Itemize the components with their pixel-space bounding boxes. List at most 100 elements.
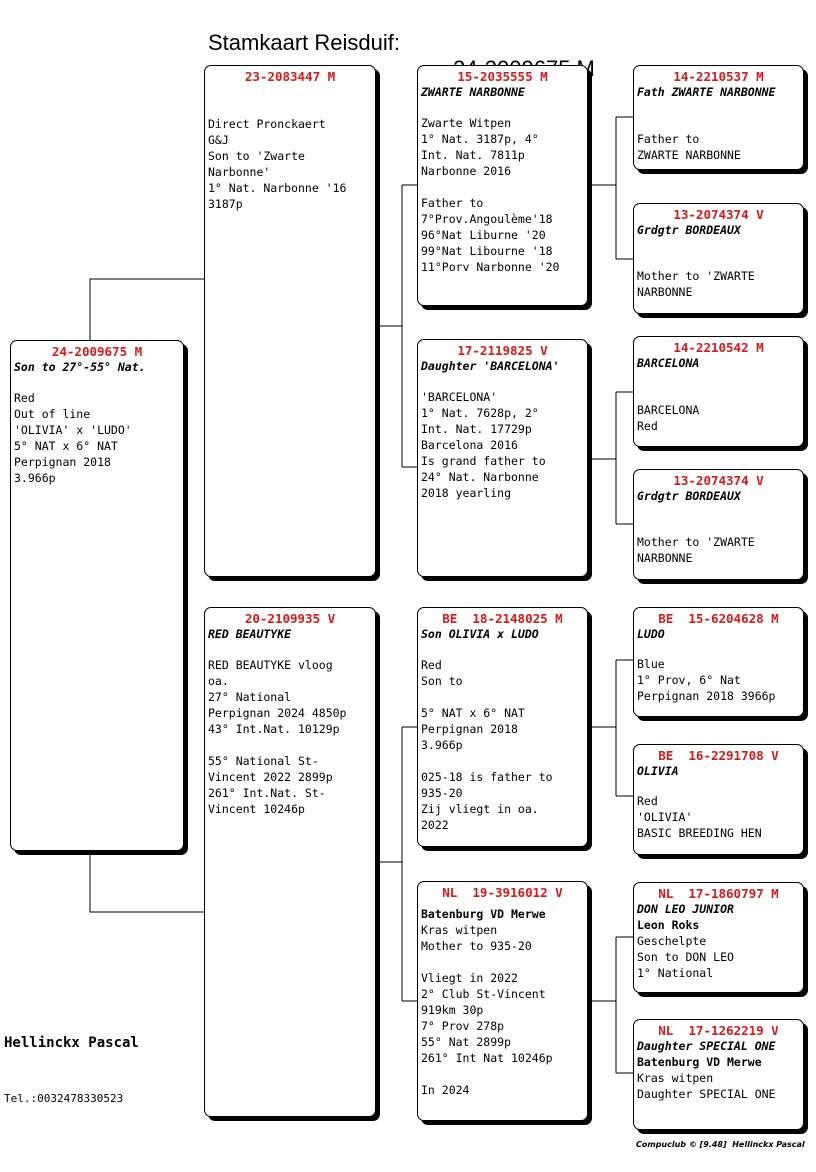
detail-line: Son to [421,674,463,688]
detail-line: Red [421,658,442,672]
detail-line: Perpignan 2018 3966p [637,689,776,703]
detail-line: 3.966p [14,471,56,485]
detail-line: 27° National [208,690,292,704]
ring-number: BE 15-6204628 M [658,611,779,626]
card-dam-dam: NL 19-3916012 V Batenburg VD Merwe Kras … [417,881,588,1121]
pigeon-details: Direct Pronckaert G&J Son to 'Zwarte Nar… [208,116,372,212]
pigeon-name: RED BEAUTYKE [208,627,292,641]
card-dam-dam-sire: NL 17-1860797 M DON LEO JUNIOR Leon Roks… [633,882,804,993]
detail-line: Red [637,794,658,808]
detail-line [208,737,372,753]
detail-line: Leon Roks [637,918,700,932]
pigeon-details: RED BEAUTYKE vloog oa. 27° National Perp… [208,657,372,817]
connector-ss-parents [588,116,633,260]
pigeon-name: LUDO [637,627,665,641]
detail-line: Int. Nat. 7811p [421,148,525,162]
detail-line: Geschelpte [637,934,707,948]
detail-line: 2018 yearling [421,486,512,500]
detail-line: BASIC BREEDING HEN [637,826,762,840]
detail-line: 55° National St- [208,754,319,768]
pigeon-details: Leon Roks Geschelpte Son to DON LEO 1° N… [637,917,800,981]
owner-name: Hellinckx Pascal [4,1035,139,1051]
card-sire-dam-sire: 14-2210542 M BARCELONA BARCELONA Red [633,336,804,447]
card-dam-sire-sire: BE 15-6204628 M LUDO Blue 1° Prov, 6° Na… [633,607,804,717]
detail-line: 1° Prov, 6° Nat [637,673,741,687]
connector-sd-parents [588,391,633,525]
pigeon-name: Daughter SPECIAL ONE [637,1039,776,1053]
pigeon-name: Grdgtr BORDEAUX [637,489,741,503]
detail-line: 5° NAT x 6° NAT [421,706,525,720]
detail-line: Kras witpen [637,1071,714,1085]
ring-number: 17-2119825 V [457,343,548,358]
detail-line: 7° Prov 278p [421,1019,505,1033]
detail-line: Father to [421,196,484,210]
detail-line: Mother to 'ZWARTE [637,535,755,549]
card-dam-sire: BE 18-2148025 M Son OLIVIA x LUDO Red So… [417,607,588,847]
detail-line: 7°Prov.Angoulème'18 [421,212,553,226]
pigeon-details: Father to ZWARTE NARBONNE [637,131,800,163]
detail-line [421,753,584,769]
detail-line: Zij vliegt in oa. [421,802,539,816]
detail-line: Blue [637,657,665,671]
pigeon-name: Grdgtr BORDEAUX [637,223,741,237]
detail-line: Batenburg VD Merwe [637,1055,762,1069]
pigeon-name: OLIVIA [637,764,679,778]
card-sire-dam: 17-2119825 V Daughter 'BARCELONA' 'BARCE… [417,339,588,577]
detail-line: RED BEAUTYKE vloog [208,658,333,672]
detail-line: 55° Nat 2899p [421,1035,512,1049]
detail-line: Narbonne 2016 [421,164,512,178]
card-sire: 23-2083447 M Direct Pronckaert G&J Son t… [204,65,376,577]
pigeon-details: 'BARCELONA' 1° Nat. 7628p, 2° Int. Nat. … [421,389,584,501]
detail-line: 'BARCELONA' [421,390,498,404]
ring-number: 20-2109935 V [244,611,336,626]
title-label: Stamkaart Reisduif: [208,30,400,55]
detail-line: Mother to 935-20 [421,939,532,953]
detail-line: In 2024 [421,1083,470,1097]
ring-number: 14-2210537 M [673,69,764,84]
card-dam-sire-dam: BE 16-2291708 V OLIVIA Red 'OLIVIA' BASI… [633,744,804,855]
detail-line: 025-18 is father to [421,770,553,784]
detail-line: Mother to 'ZWARTE [637,269,755,283]
detail-line: Out of line [14,407,91,421]
detail-line: BARCELONA [637,403,700,417]
connector-sire-parents [376,184,417,468]
ring-number: 24-2009675 M [51,344,143,359]
detail-line: 11°Porv Narbonne '20 [421,260,560,274]
detail-line: 261° Int Nat 10246p [421,1051,553,1065]
pigeon-details: Red 'OLIVIA' BASIC BREEDING HEN [637,793,800,841]
detail-line: 5° NAT x 6° NAT [14,439,118,453]
detail-line: 43° Int.Nat. 10129p [208,722,340,736]
detail-line: G&J [208,133,229,147]
pigeon-name: Daughter 'BARCELONA' [421,359,560,373]
software-footer: Compuclub © [9.48] Hellinckx Pascal [636,1140,805,1149]
card-sire-dam-dam: 13-2074374 V Grdgtr BORDEAUX Mother to '… [633,469,804,580]
detail-line: 'OLIVIA' x 'LUDO' [14,423,132,437]
detail-line: Perpignan 2018 [421,722,518,736]
detail-line: Vincent 10246p [208,802,305,816]
pigeon-details: Mother to 'ZWARTE NARBONNE [637,518,800,566]
pigeon-details: Red Out of line 'OLIVIA' x 'LUDO' 5° NAT… [14,390,180,486]
ring-number: NL 17-1860797 M [658,886,779,901]
owner-telephone: Tel.:0032478330523 [4,1092,124,1105]
detail-line [637,518,800,534]
ring-number: 15-2035555 M [457,69,548,84]
detail-line: 1° Nat. 7628p, 2° [421,406,539,420]
detail-line: Son to 'Zwarte [208,149,305,163]
detail-line: Vliegt in 2022 [421,971,518,985]
detail-line: Daughter SPECIAL ONE [637,1087,776,1101]
connector-ds-parents [588,659,633,797]
card-subject: 24-2009675 M Son to 27°-55° Nat. Red Out… [10,340,184,851]
card-sire-sire: 15-2035555 M ZWARTE NARBONNE Zwarte Witp… [417,65,588,306]
pigeon-details: BARCELONA Red [637,402,800,434]
pigeon-name: Son to 27°-55° Nat. [14,360,146,374]
detail-line: Red [14,391,35,405]
detail-line: 99°Nat Libourne '18 [421,244,553,258]
detail-line [421,689,584,705]
detail-line: 2022 [421,818,449,832]
detail-line: Batenburg VD Merwe [421,907,546,921]
detail-line: Kras witpen [421,923,498,937]
detail-line [421,954,584,970]
detail-line: Son to DON LEO [637,950,734,964]
detail-line: Vincent 2022 2899p [208,770,333,784]
